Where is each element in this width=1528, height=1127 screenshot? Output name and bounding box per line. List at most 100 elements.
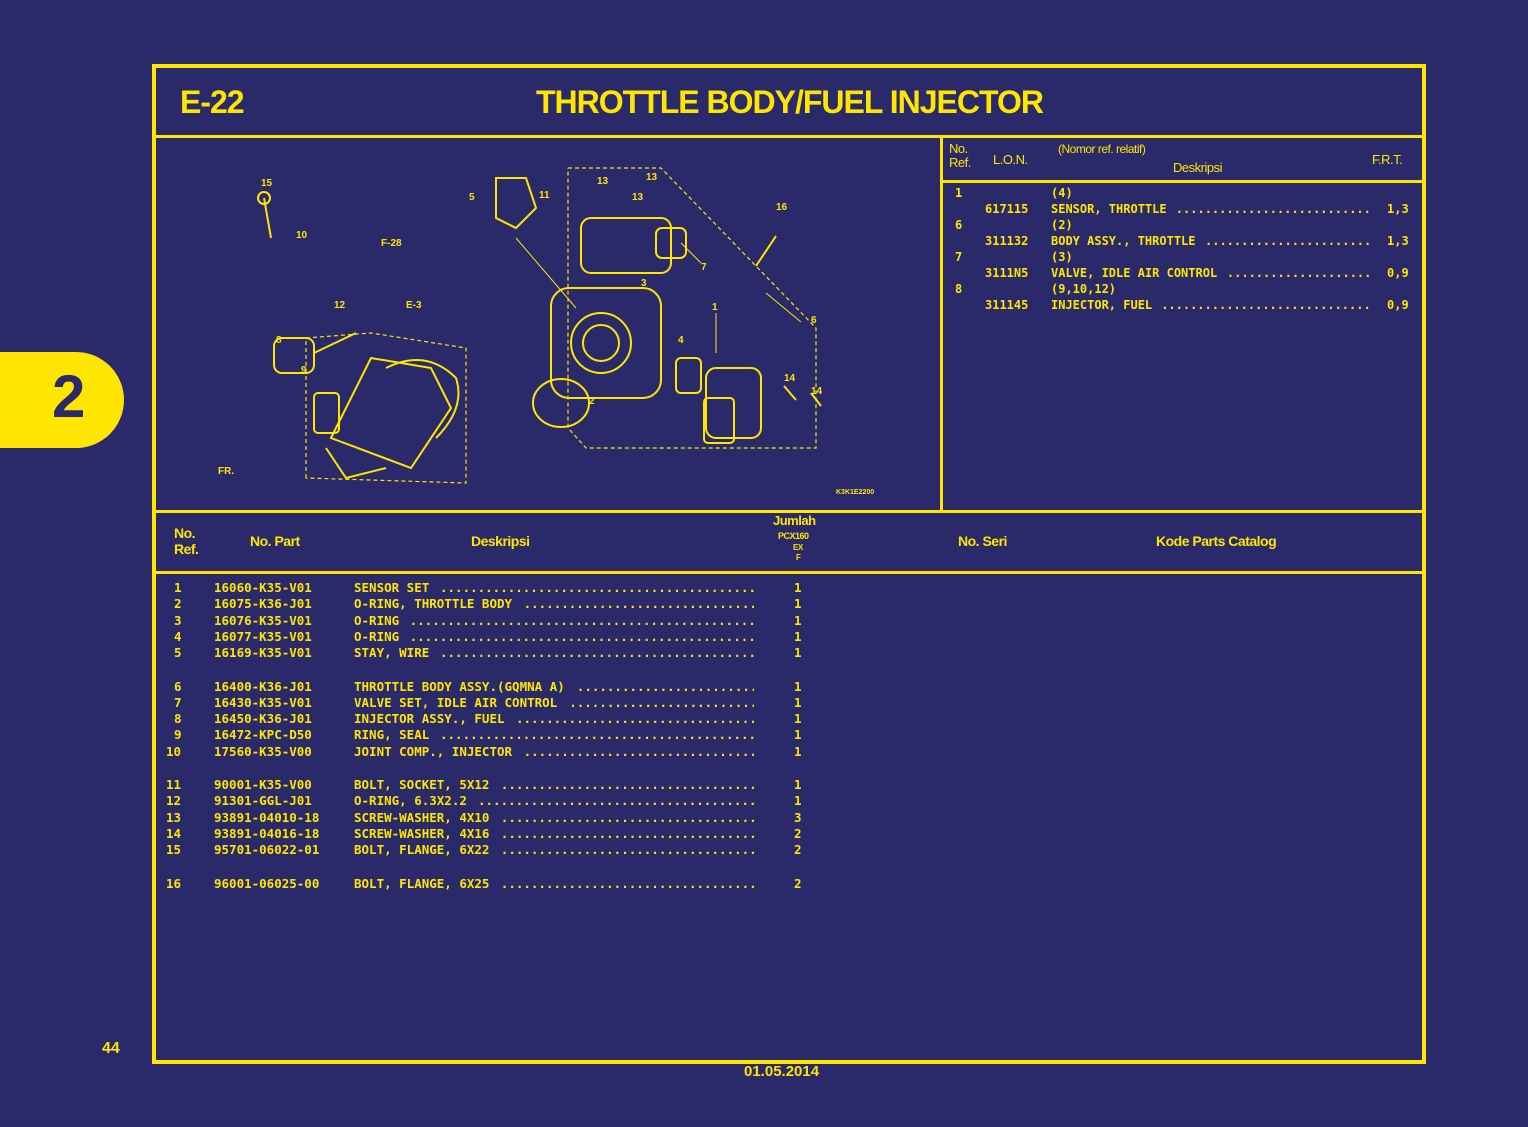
callout-3: 3 [641,278,647,289]
callout-12: 12 [334,300,346,311]
part-ref: 13 [166,809,182,825]
exploded-diagram: 15 10 F-28 5 11 13 13 13 16 12 E-3 8 9 7… [156,138,943,513]
part-ref: 2 [174,596,182,612]
callout-15: 15 [261,178,273,189]
part-qty: 1 [794,580,802,595]
callout-1: 1 [712,302,718,313]
callout-7: 7 [701,262,707,273]
lon-desc: SENSOR, THROTTLE [1051,202,1167,216]
part-ref: 9 [174,727,182,743]
lon-desc: (4) [1051,186,1073,200]
lon-frt: 0,9 [1387,298,1409,312]
callout-14a: 14 [784,373,796,384]
table-row[interactable]: 15 95701-06022-01 BOLT, FLANGE, 6X22......… [156,842,1422,858]
leader-dots: ........................................… [500,842,754,858]
part-number: 16060-K35-V01 [214,580,312,595]
part-ref: 10 [166,743,182,759]
table-row[interactable]: 7 16430-K35-V01 VALVE SET, IDLE AIR CONTRO… [156,695,1422,711]
part-number: 95701-06022-01 [214,842,320,858]
part-desc: THROTTLE BODY ASSY.(GQMNA A) [354,678,565,694]
lon-note-header: (Nomor ref. relatif) [1058,142,1146,156]
part-qty: 2 [794,825,802,841]
callout-f28: F-28 [381,238,402,249]
part-desc: BOLT, FLANGE, 6X22 [354,842,490,858]
part-desc: O-RING, THROTTLE BODY [354,596,513,612]
lon-row: 311132 BODY ASSY., THROTTLE..............… [943,234,1422,250]
lon-desc: BODY ASSY., THROTTLE [1051,234,1196,248]
part-ref: 7 [174,694,182,710]
part-desc: STAY, WIRE [354,645,430,661]
part-desc: VALVE SET, IDLE AIR CONTROL [354,694,558,710]
table-row[interactable]: 1 16060-K35-V01 SENSOR SET................… [156,580,1422,596]
lon-row: 7(3) [943,250,1422,266]
leader-dots: ........................................… [500,875,754,891]
callout-e3: E-3 [406,300,422,311]
callout-16: 16 [776,202,788,213]
part-number: 16450-K36-J01 [214,711,312,727]
leader-dots: ........................................… [1205,234,1373,248]
part-number: 16169-K35-V01 [214,645,312,661]
part-number: 93891-04010-18 [214,809,320,825]
part-ref: 3 [174,612,182,628]
leader-dots: ........................................… [576,678,754,694]
part-ref: 11 [166,777,182,792]
lon-ref: 1 [955,186,963,200]
desc-header: Deskripsi [471,533,530,549]
part-desc: O-RING, 6.3X2.2 [354,793,467,809]
part-qty: 1 [794,678,802,694]
lon-code: 311132 [985,234,1029,248]
catalog-frame: E-22 THROTTLE BODY/FUEL INJECTOR [152,64,1426,1064]
part-desc: JOINT COMP., INJECTOR [354,743,513,759]
section-code: E-22 [180,84,245,120]
callout-13b: 13 [646,172,658,183]
part-number: 96001-06025-00 [214,875,320,891]
section-tab[interactable]: 2 [0,352,124,448]
lon-desc: (9,10,12) [1051,282,1117,296]
lon-row: 8(9,10,12) [943,282,1422,298]
part-qty: 1 [794,596,802,612]
leader-dots: ........................................… [478,793,754,809]
leader-dots: ........................................… [440,580,754,595]
part-qty: 1 [794,711,802,727]
part-number: 90001-K35-V00 [214,777,312,792]
model-variant: EX [793,543,803,552]
part-ref: 15 [166,842,182,858]
part-number: 16075-K36-J01 [214,596,312,612]
part-qty: 1 [794,777,802,792]
part-desc: SCREW-WASHER, 4X16 [354,825,490,841]
part-number: 17560-K35-V00 [214,743,312,759]
part-desc: SCREW-WASHER, 4X10 [354,809,490,825]
part-ref: 1 [174,580,182,595]
part-number: 16430-K35-V01 [214,694,312,710]
leader-dots: ........................................… [440,727,754,743]
leader-dots: ........................................… [500,825,754,841]
part-desc: RING, SEAL [354,727,430,743]
leader-dots: ........................................… [569,694,754,710]
part-number: 16076-K35-V01 [214,612,312,628]
callout-4: 4 [678,335,684,346]
part-qty: 1 [794,694,802,710]
lon-desc: (2) [1051,218,1073,232]
callout-14b: 14 [811,386,823,397]
part-desc: SENSOR SET [354,580,430,595]
page-title: THROTTLE BODY/FUEL INJECTOR [536,84,1044,120]
lon-row: 1 (4) [943,186,1422,202]
lon-ref: 7 [955,250,963,264]
callout-13c: 13 [632,192,644,203]
part-qty: 1 [794,793,802,809]
